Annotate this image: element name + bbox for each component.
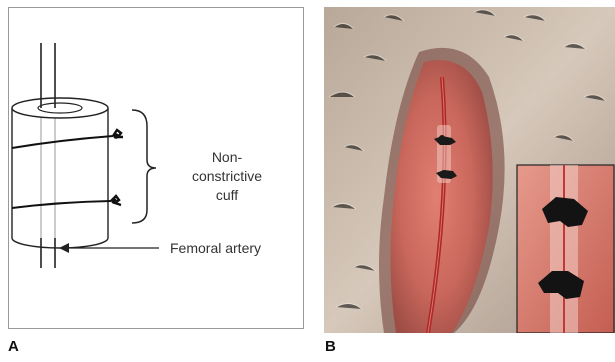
artery-label: Femoral artery [170, 240, 261, 256]
panel-label-a: A [8, 338, 19, 355]
cuff-cylinder [12, 98, 108, 248]
artery-arrow [59, 243, 159, 253]
schematic-panel: Non-constrictive cuff Femoral artery [8, 7, 304, 329]
magnified-inset [517, 165, 614, 333]
panel-label-b: B [325, 338, 336, 355]
photo-illustration [324, 7, 615, 333]
surgical-photo [324, 7, 615, 333]
cuff-bracket [132, 110, 156, 223]
cuff-label: Non-constrictive cuff [177, 148, 277, 205]
